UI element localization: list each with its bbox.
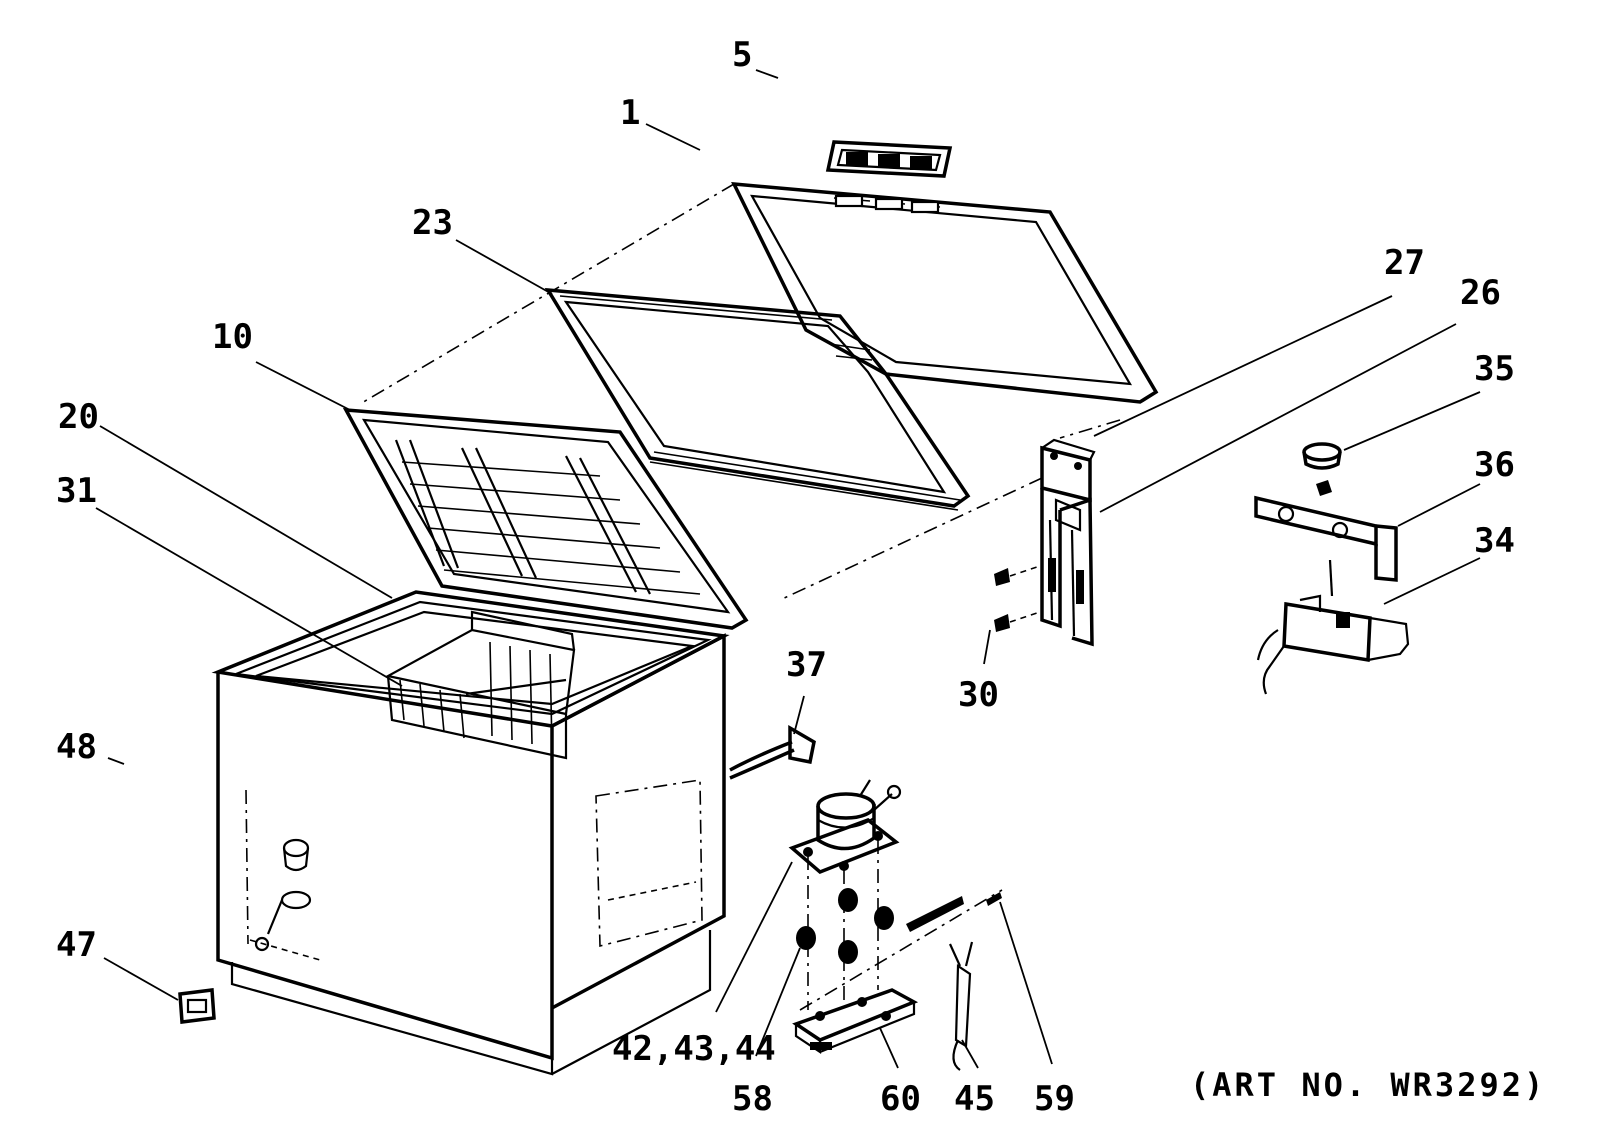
part-37-power-cord	[729, 724, 816, 780]
part-10-inner-lid	[342, 407, 749, 630]
label-26: 26	[1460, 273, 1501, 313]
mount-dash-lines	[799, 840, 1003, 1011]
label-20: 20	[58, 397, 99, 437]
label-5: 5	[732, 35, 752, 75]
label-60: 60	[880, 1079, 921, 1119]
label-37: 37	[786, 645, 827, 685]
label-30: 30	[958, 675, 999, 715]
label-45: 45	[954, 1079, 995, 1119]
thermostat-assembly	[1254, 442, 1410, 695]
label-59: 59	[1034, 1079, 1075, 1119]
label-35: 35	[1474, 349, 1515, 389]
art-number: (ART NO. WR3292)	[1190, 1066, 1546, 1104]
label-23: 23	[412, 203, 453, 243]
part-47-switch	[178, 988, 216, 1024]
part-1-outer-lid	[731, 181, 1159, 404]
label-34: 34	[1474, 521, 1515, 561]
part-labels: 5 1 23 27 26 10 35 20 36 31 34 37 30 48 …	[56, 35, 1546, 1119]
label-1: 1	[620, 93, 640, 133]
part-60-base-plate	[792, 988, 919, 1055]
label-31: 31	[56, 471, 97, 511]
part-compressor	[788, 779, 902, 875]
label-58: 58	[732, 1079, 773, 1119]
label-47: 47	[56, 925, 97, 965]
assembly-lines	[359, 183, 1121, 601]
leader-lines	[95, 69, 1481, 1069]
part-31-basket	[384, 610, 576, 760]
label-27: 27	[1384, 243, 1425, 283]
label-10: 10	[212, 317, 253, 357]
label-42-43-44: 42,43,44	[612, 1029, 776, 1069]
part-58-grommets	[796, 888, 1002, 964]
label-36: 36	[1474, 445, 1515, 485]
label-48: 48	[56, 727, 97, 767]
part-5-control-panel	[825, 140, 953, 178]
part-23-lid-liner	[544, 287, 971, 511]
cabinet-body	[211, 590, 730, 1076]
hinge-assembly	[994, 438, 1096, 647]
